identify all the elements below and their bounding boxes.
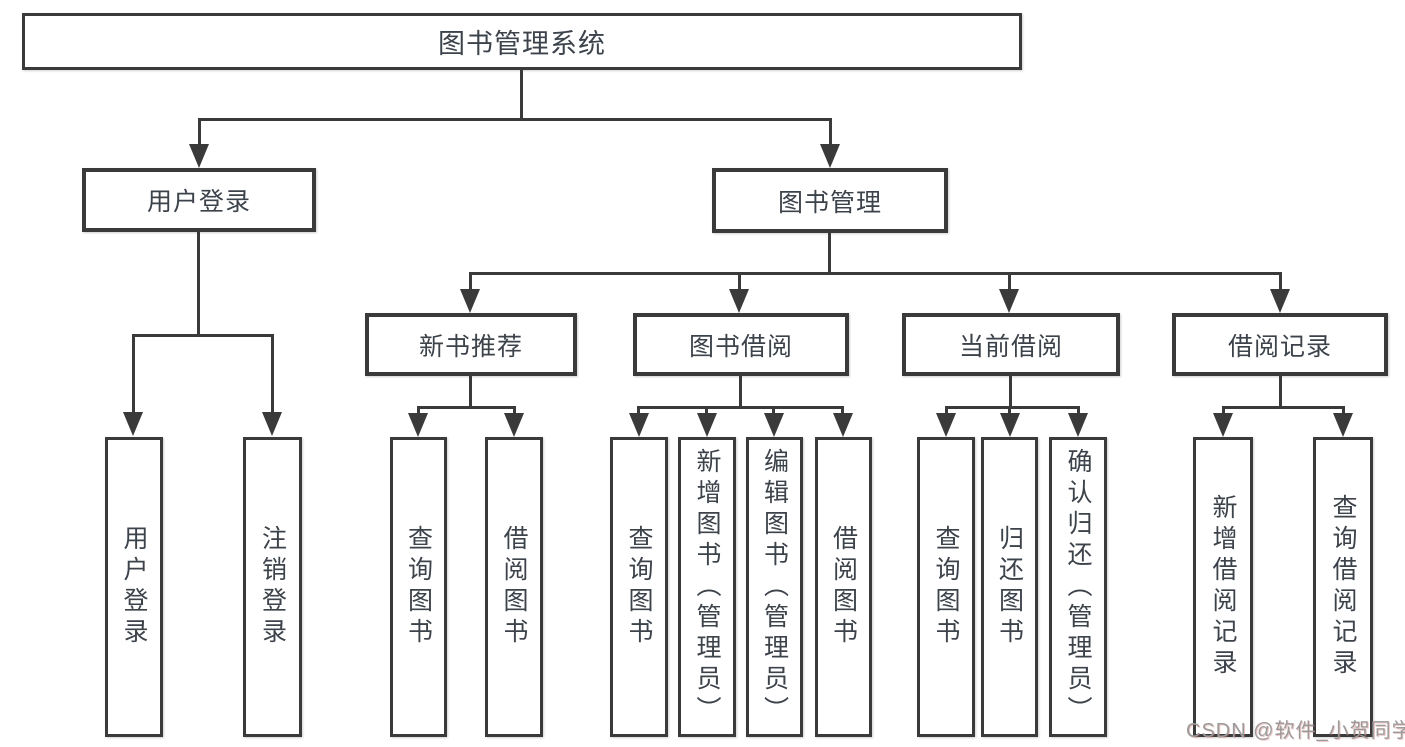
- arrow-d1: [936, 413, 956, 437]
- leaf-user-login: 用户登录: [105, 437, 163, 737]
- node-book-borrow: 图书借阅: [633, 313, 849, 376]
- edge-user-login-stub: [197, 232, 200, 337]
- arrow-to-current: [999, 289, 1019, 313]
- leaf-borrow-book-borrowing-label: 借阅图书: [829, 525, 858, 649]
- edge-d3-shaft: [1077, 406, 1080, 418]
- edge-to-records-shaft: [1279, 272, 1282, 292]
- edge-newbook-split: [417, 406, 516, 409]
- leaf-query-book-borrowing: 查询图书: [610, 437, 668, 737]
- edge-records-split: [1222, 406, 1345, 409]
- edge-root-stub: [520, 68, 523, 121]
- edge-to-user-login-shaft: [198, 118, 201, 148]
- edge-records-stub: [1279, 376, 1282, 409]
- edge-borrowing-split: [637, 406, 844, 409]
- edge-c4-shaft: [841, 406, 844, 418]
- leaf-return-book: 归还图书: [981, 437, 1038, 737]
- arrow-d3: [1068, 413, 1088, 437]
- leaf-query-borrow-record-label: 查询借阅记录: [1329, 494, 1357, 680]
- edge-c1-shaft: [637, 406, 640, 418]
- edge-level3-split: [469, 272, 1282, 275]
- arrow-to-leaf-login: [123, 412, 143, 436]
- leaf-borrow-book-recommend: 借阅图书: [485, 437, 543, 737]
- leaf-query-book-recommend: 查询图书: [390, 437, 447, 737]
- arrow-b2: [504, 413, 524, 437]
- leaf-borrow-book-recommend-label: 借阅图书: [500, 525, 528, 649]
- arrow-c3: [764, 413, 784, 437]
- node-user-login-label: 用户登录: [146, 188, 251, 216]
- node-book-borrow-label: 图书借阅: [688, 332, 793, 361]
- leaf-query-book-borrowing-label: 查询图书: [625, 525, 653, 649]
- leaf-query-book-recommend-label: 查询图书: [404, 525, 433, 649]
- arrow-to-book-mgmt: [820, 144, 840, 168]
- node-root-label: 图书管理系统: [438, 29, 606, 59]
- node-current-borrow-label: 当前借阅: [958, 332, 1063, 361]
- arrow-c4: [833, 413, 853, 437]
- node-book-management: 图书管理: [712, 168, 948, 233]
- edge-to-borrowing-shaft: [738, 272, 741, 292]
- leaf-logout-label: 注销登录: [258, 525, 287, 649]
- edge-to-current-shaft: [1008, 272, 1011, 292]
- leaf-add-borrow-record-label: 新增借阅记录: [1209, 494, 1237, 680]
- node-new-book-recommend-label: 新书推荐: [418, 332, 523, 361]
- node-borrow-records-label: 借阅记录: [1227, 332, 1332, 361]
- leaf-query-book-current: 查询图书: [917, 437, 975, 737]
- arrow-to-borrowing: [729, 289, 749, 313]
- leaf-user-login-label: 用户登录: [120, 525, 148, 649]
- node-book-management-label: 图书管理: [777, 188, 882, 217]
- node-new-book-recommend: 新书推荐: [365, 313, 577, 376]
- edge-current-stub: [1009, 376, 1012, 409]
- edge-c3-shaft: [772, 406, 775, 418]
- edge-borrowing-stub: [739, 376, 742, 409]
- arrow-c1: [629, 413, 649, 437]
- node-current-borrow: 当前借阅: [902, 313, 1120, 376]
- arrow-b1: [408, 413, 428, 437]
- edge-d1-shaft: [945, 406, 948, 418]
- arrow-e2: [1333, 413, 1353, 437]
- leaf-edit-book-admin-label: 编辑图书（管理员）: [760, 447, 789, 727]
- edge-b2-shaft: [513, 406, 516, 418]
- arrow-to-newbook: [460, 289, 480, 313]
- edge-current-split: [945, 406, 1080, 409]
- node-borrow-records: 借阅记录: [1172, 313, 1388, 376]
- leaf-add-borrow-record: 新增借阅记录: [1193, 437, 1253, 737]
- leaf-query-book-current-label: 查询图书: [932, 525, 960, 649]
- leaf-logout: 注销登录: [243, 437, 302, 737]
- edge-e2-shaft: [1342, 406, 1345, 418]
- leaf-edit-book-admin: 编辑图书（管理员）: [746, 437, 803, 737]
- edge-d2-shaft: [1008, 406, 1011, 418]
- edge-to-book-mgmt-shaft: [829, 118, 832, 148]
- leaf-add-book-admin-label: 新增图书（管理员）: [693, 447, 721, 727]
- edge-user-login-split: [132, 334, 274, 337]
- leaf-add-book-admin: 新增图书（管理员）: [678, 437, 736, 737]
- arrow-to-records: [1270, 289, 1290, 313]
- node-user-login: 用户登录: [82, 168, 316, 232]
- edge-newbook-stub: [469, 376, 472, 409]
- leaf-confirm-return-admin-label: 确认归还（管理员）: [1064, 447, 1092, 727]
- leaf-return-book-label: 归还图书: [995, 525, 1024, 649]
- edge-book-mgmt-stub: [828, 233, 831, 274]
- arrow-c2: [697, 413, 717, 437]
- arrow-to-leaf-logout: [262, 412, 282, 436]
- edge-to-leaf-logout-shaft: [271, 334, 274, 416]
- arrow-e1: [1213, 413, 1233, 437]
- arrow-to-user-login: [189, 144, 209, 168]
- csdn-watermark: CSDN @软件_小贺同学: [1186, 720, 1405, 742]
- leaf-query-borrow-record: 查询借阅记录: [1313, 437, 1373, 737]
- node-root: 图书管理系统: [22, 13, 1022, 70]
- edge-b1-shaft: [417, 406, 420, 418]
- edge-to-newbook-shaft: [469, 272, 472, 292]
- edge-to-leaf-login-shaft: [132, 334, 135, 416]
- leaf-borrow-book-borrowing: 借阅图书: [815, 437, 872, 737]
- edge-level1-split: [198, 118, 832, 121]
- edge-c2-shaft: [705, 406, 708, 418]
- arrow-d2: [1000, 413, 1020, 437]
- edge-e1-shaft: [1222, 406, 1225, 418]
- leaf-confirm-return-admin: 确认归还（管理员）: [1049, 437, 1107, 737]
